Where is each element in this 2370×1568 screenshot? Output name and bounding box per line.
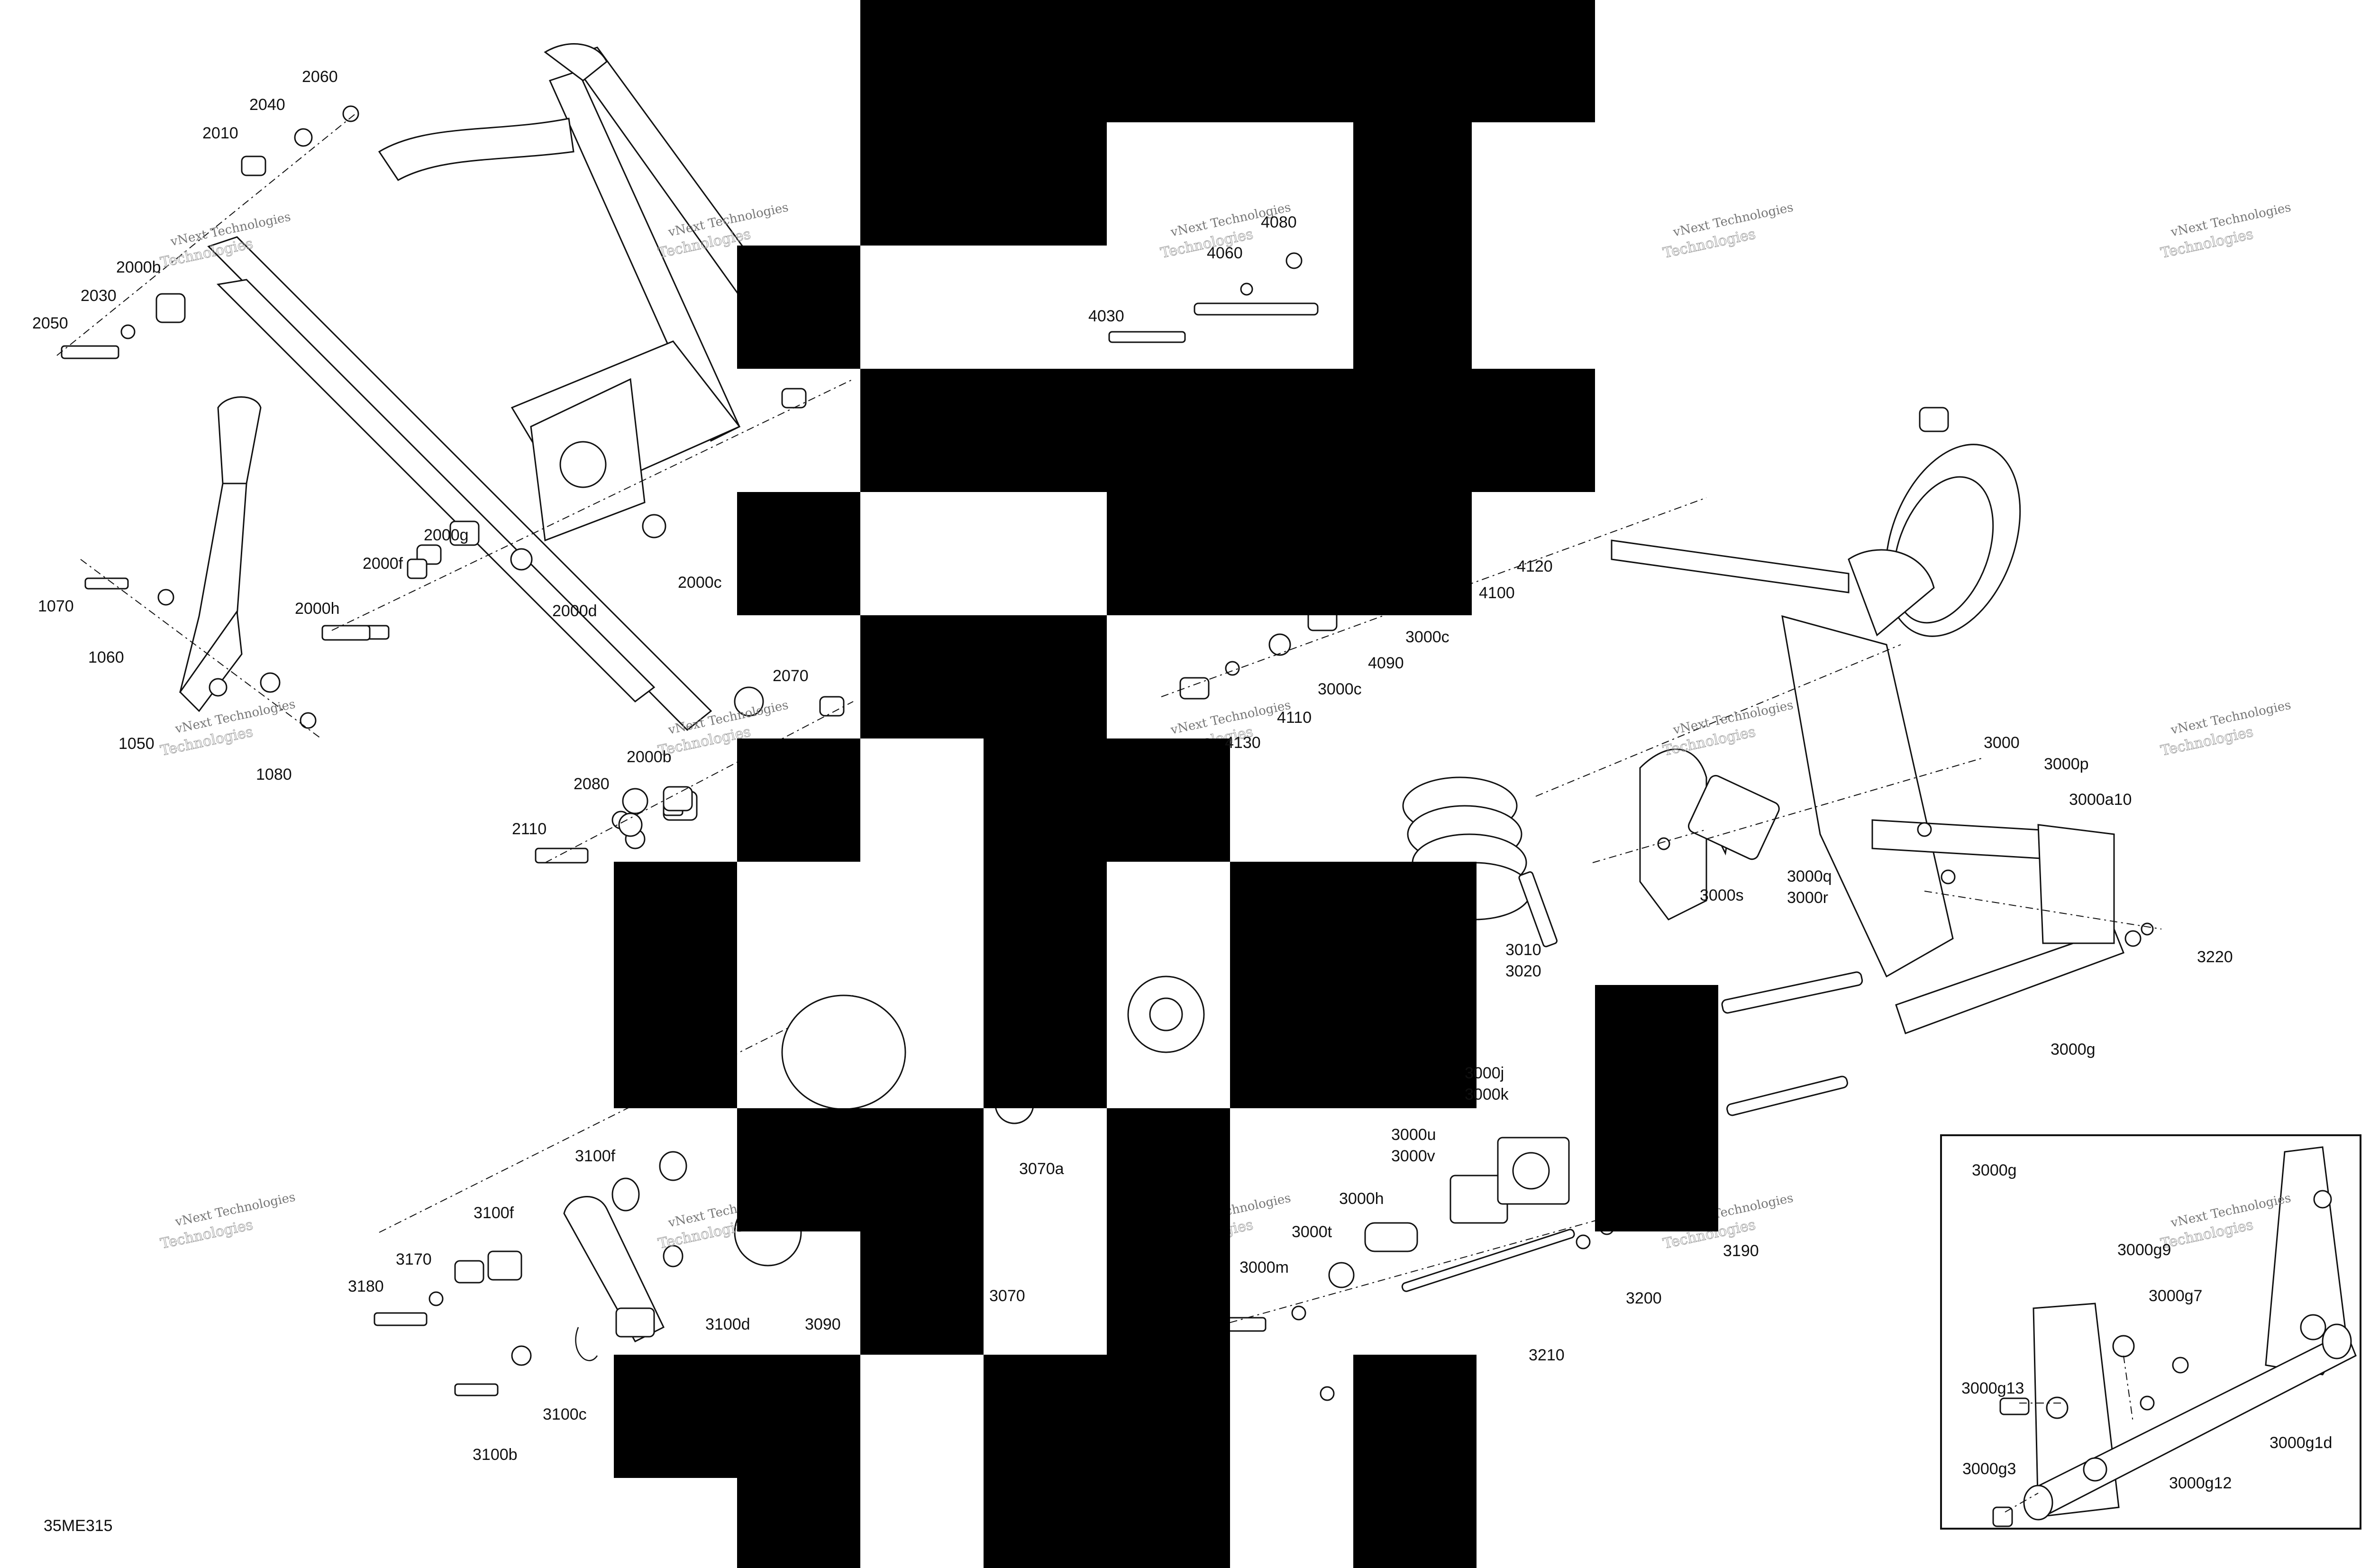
callout: 3000q: [1787, 867, 1832, 885]
callout: 3000c: [1318, 680, 1362, 698]
callout: 2030: [81, 287, 117, 305]
callout: 3000s: [1700, 886, 1744, 904]
callout: 4110: [1277, 709, 1312, 727]
callout: 3020: [1505, 962, 1541, 980]
callout: 3000g3: [1962, 1460, 2016, 1478]
diagram-code: 35ME315: [44, 1517, 113, 1535]
callout: 3000g13: [1961, 1379, 2024, 1397]
callout: 3190: [1723, 1242, 1759, 1260]
callout: 3010: [1505, 941, 1541, 959]
callout: 2000b: [116, 258, 161, 276]
callout: 2040: [249, 96, 285, 114]
callout: 3000p: [2044, 755, 2089, 773]
callout: 2000b: [627, 748, 672, 766]
callout: 3100b: [473, 1446, 518, 1464]
callout: 3000: [1984, 734, 2020, 752]
center-parts: [781, 252, 1707, 1401]
callout: 1070: [38, 597, 74, 615]
callout: 4060: [1207, 244, 1243, 262]
callout: 3100f: [575, 1147, 616, 1165]
callout: 3000g7: [2149, 1287, 2202, 1305]
callout: 3000h: [1339, 1190, 1384, 1208]
callout: 2000d: [552, 602, 597, 620]
callout: 4100: [1479, 584, 1515, 602]
callout: 4090: [1368, 654, 1404, 672]
callout: 3000g12: [2169, 1474, 2232, 1492]
callout: 3090: [805, 1315, 841, 1333]
callout: 4030: [1088, 307, 1124, 325]
callout: 3100f: [474, 1204, 514, 1222]
callout: 2010: [202, 124, 238, 142]
callout: 2080: [574, 775, 610, 793]
callout: 3000k: [1465, 1085, 1509, 1103]
callout: 4120: [1517, 557, 1553, 575]
axis-lines-left: [56, 113, 854, 1233]
right-frame-assembly: [1535, 407, 2162, 1116]
callout: 2000g: [424, 526, 469, 544]
callout: 3220: [2197, 948, 2233, 966]
callout: 3000j: [1465, 1064, 1504, 1082]
callout: 3210: [1529, 1346, 1565, 1364]
callout-labels: 2060 2040 2010 2000b 2030 2050 2000g 200…: [32, 68, 2332, 1535]
callout: 3000t: [1292, 1223, 1332, 1241]
callout: 2000f: [363, 555, 403, 573]
callout: 2050: [32, 314, 68, 332]
callout: 3000a10: [2069, 791, 2132, 809]
callout: 3180: [348, 1277, 384, 1295]
callout: 3000g9: [2117, 1241, 2171, 1259]
callout: 3000v: [1391, 1147, 1435, 1165]
upper-frame-tube: [207, 43, 778, 731]
callout: 2070: [773, 667, 809, 685]
callout: 2060: [302, 68, 338, 86]
pivot-bracket: [530, 378, 666, 542]
callout: 3000c: [1405, 628, 1449, 646]
callout: 3000m: [1240, 1258, 1289, 1276]
callout: 2000c: [678, 574, 722, 592]
callout: 4130: [1225, 734, 1261, 752]
callout: 3070a: [1019, 1160, 1064, 1178]
watermarks: vNext Technologies Technologies vNext Te…: [159, 201, 2292, 1253]
callout: 2000h: [295, 600, 340, 618]
callout: 4080: [1261, 213, 1297, 231]
callout: 2110: [512, 820, 547, 838]
callout: 1060: [88, 648, 124, 666]
callout: 3100c: [543, 1405, 587, 1423]
callout: 3100d: [705, 1315, 750, 1333]
callout: 1050: [118, 735, 155, 753]
callout: 3000u: [1391, 1126, 1436, 1144]
inset-title: 3000g: [1972, 1161, 2017, 1179]
fastener-parts-left: [61, 105, 845, 864]
callout: 3170: [396, 1250, 432, 1268]
callout: 3000r: [1787, 889, 1828, 907]
callout: 3070: [989, 1287, 1025, 1305]
left-pedal-lever: [179, 396, 262, 712]
inset-box: [1940, 1134, 2361, 1530]
redaction-blocks: [614, 0, 1718, 1568]
callout: 3200: [1626, 1289, 1662, 1307]
callout: 1080: [256, 766, 292, 784]
callout: 3000g: [2051, 1040, 2096, 1058]
callout: 3000g1d: [2270, 1434, 2332, 1452]
